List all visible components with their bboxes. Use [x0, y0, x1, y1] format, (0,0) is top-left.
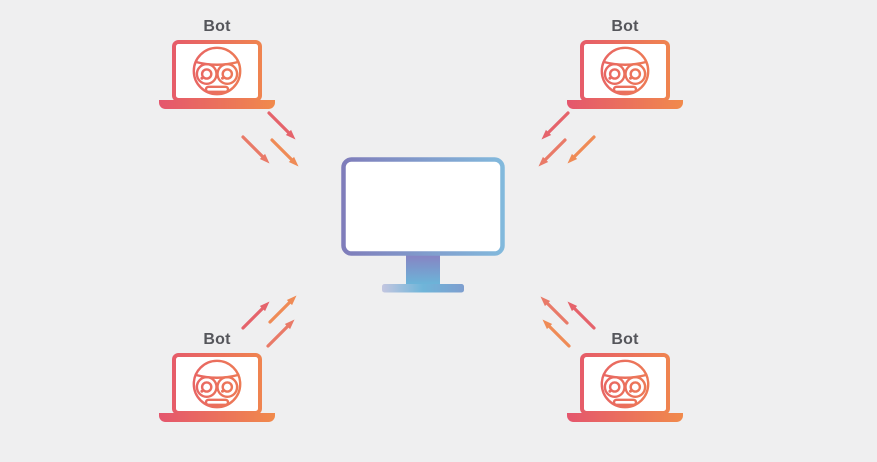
attack-arrow	[267, 111, 296, 140]
bot-label: Bot	[611, 18, 639, 35]
bot-laptop-icon	[157, 353, 277, 425]
attack-arrows-bottom-right	[540, 296, 596, 348]
bot-label: Bot	[203, 18, 231, 35]
bot-label: Bot	[203, 331, 231, 348]
attack-arrow	[270, 138, 299, 167]
bot-node-top-right: Bot	[565, 17, 685, 112]
target-computer-icon	[341, 157, 505, 293]
attack-arrows-top-left	[241, 111, 299, 167]
bot-laptop-icon	[157, 40, 277, 112]
bot-laptop-icon	[565, 353, 685, 425]
attack-arrows-top-right	[538, 111, 596, 167]
attack-arrow	[567, 301, 596, 330]
bot-label: Bot	[611, 331, 639, 348]
monitor-base	[382, 284, 464, 293]
attack-arrow	[541, 111, 570, 140]
attack-arrow	[542, 319, 571, 348]
attack-arrow	[567, 135, 596, 164]
attack-arrow	[241, 135, 270, 164]
attack-arrow	[241, 301, 270, 330]
attack-arrow	[266, 319, 295, 348]
bot-node-top-left: Bot	[157, 17, 277, 112]
bot-node-bottom-right: Bot	[565, 330, 685, 425]
attack-arrow	[268, 295, 297, 324]
bot-node-bottom-left: Bot	[157, 330, 277, 425]
bot-laptop-icon	[565, 40, 685, 112]
monitor-stand	[406, 252, 440, 286]
attack-arrows-bottom-left	[241, 295, 297, 348]
attack-arrow	[538, 138, 567, 167]
attack-arrow	[540, 296, 569, 325]
monitor-screen	[341, 157, 505, 256]
